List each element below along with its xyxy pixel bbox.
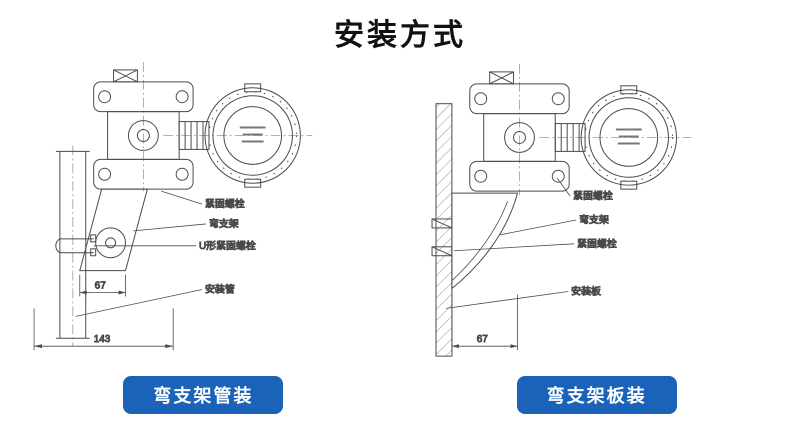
- label-u-bolt: U形紧固螺栓: [199, 239, 256, 252]
- transmitter-device: [93, 69, 302, 190]
- figure-pipe-mount: 紧固螺栓 弯支架 U形紧固螺栓 安装管 67 143: [13, 56, 393, 414]
- label-mounting-pipe: 安装管: [205, 283, 235, 296]
- dimension-67: [79, 274, 127, 297]
- caption-panel-mount-button[interactable]: 弯支架板装: [516, 376, 677, 414]
- panel-mount-diagram: 紧固螺栓 弯支架 紧固螺栓 安装板 67: [431, 63, 692, 357]
- leader-lines: [76, 190, 207, 317]
- figures-row: 紧固螺栓 弯支架 U形紧固螺栓 安装管 67 143: [0, 56, 800, 414]
- label-fastening-bolt: 紧固螺栓: [205, 197, 245, 210]
- page-title: 安装方式: [334, 19, 466, 52]
- mounting-pipe: [56, 150, 91, 339]
- label-bent-bracket: 弯支架: [579, 213, 609, 226]
- caption-pipe-mount-button[interactable]: 弯支架管装: [123, 376, 284, 414]
- centerlines: [518, 63, 692, 196]
- dim-67-text: 67: [476, 334, 488, 345]
- label-fastening-bolt-2: 紧固螺栓: [577, 237, 617, 250]
- leader-lines: [445, 177, 576, 309]
- figure-panel-mount: 紧固螺栓 弯支架 紧固螺栓 安装板 67 弯支架板装: [407, 56, 787, 414]
- label-fastening-bolt-1: 紧固螺栓: [573, 189, 613, 202]
- mounting-plate: [435, 103, 453, 357]
- label-mounting-plate: 安装板: [571, 285, 601, 298]
- u-bolt-clamp: [55, 234, 97, 257]
- wall-bolts: [431, 218, 453, 257]
- dimension-67: [451, 294, 518, 351]
- bent-bracket: [79, 188, 149, 272]
- dial-face-markings: [240, 126, 266, 143]
- pipe-mount-diagram: 紧固螺栓 弯支架 U形紧固螺栓 安装管 67 143: [33, 61, 313, 351]
- dim-143-text: 143: [94, 334, 111, 345]
- centerlines: [72, 61, 313, 347]
- dial-face-markings: [615, 128, 642, 145]
- dim-67-text: 67: [95, 281, 107, 292]
- transmitter-device: [468, 71, 677, 192]
- label-bent-bracket: 弯支架: [209, 217, 239, 230]
- dimension-143: [33, 308, 174, 351]
- bent-bracket: [451, 192, 518, 290]
